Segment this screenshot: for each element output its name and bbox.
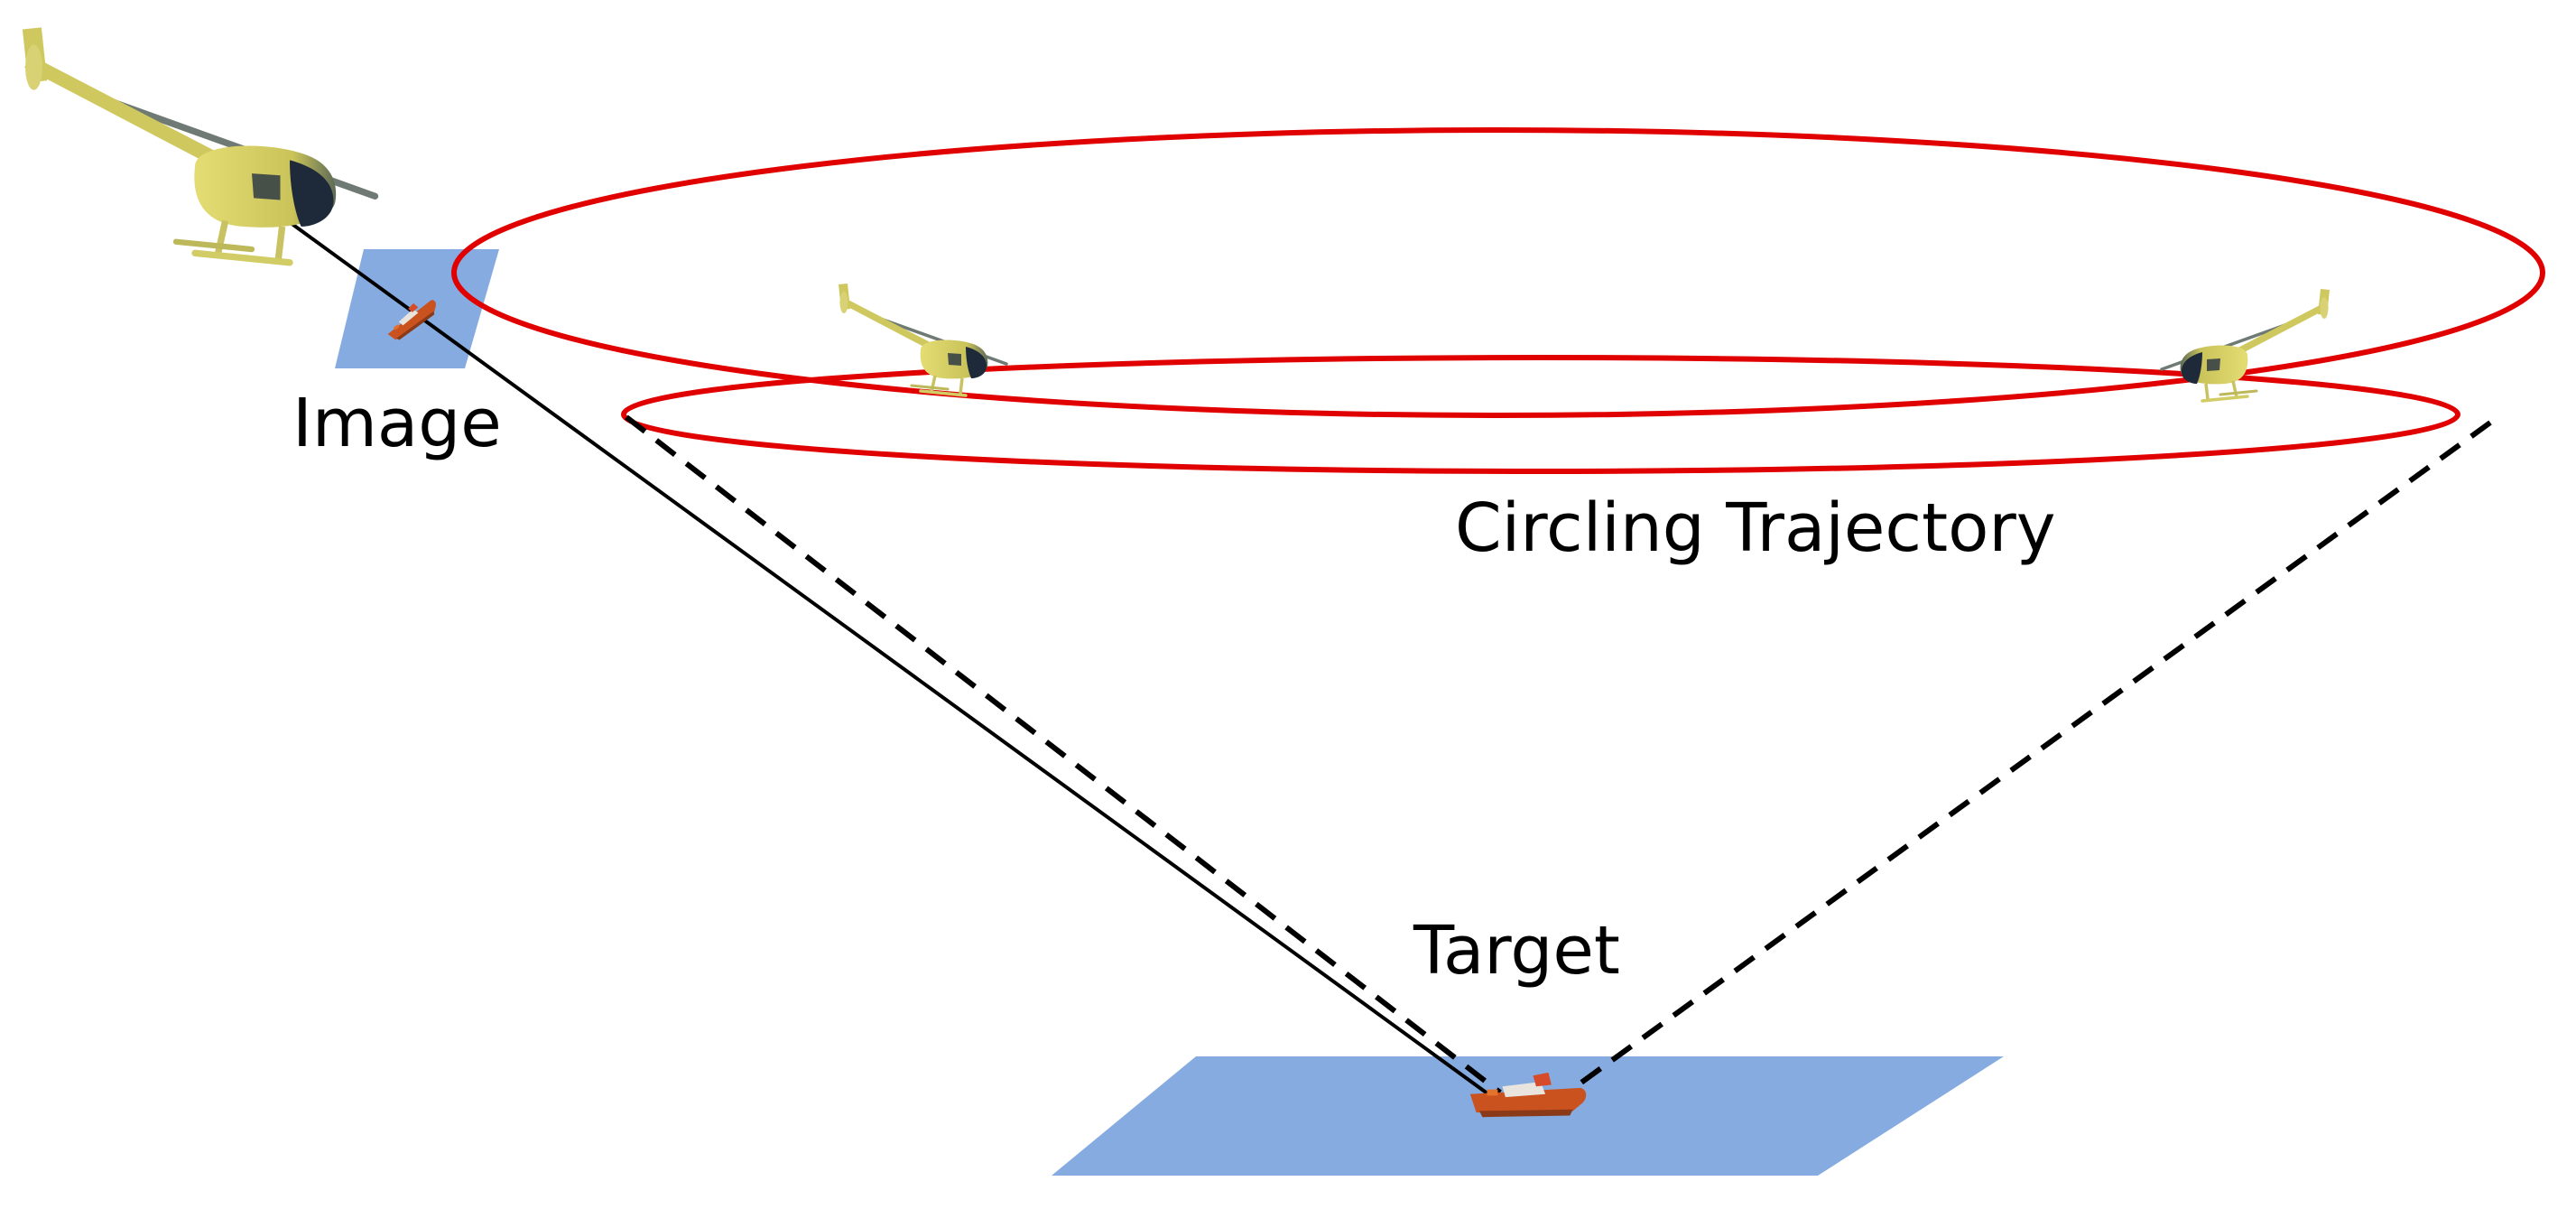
image-plane — [335, 249, 499, 368]
inner-circling-trajectory — [621, 355, 2460, 474]
image-label: Image — [292, 385, 502, 462]
outer-circling-trajectory — [451, 127, 2545, 418]
solid-sight-line — [285, 219, 1493, 1098]
dashed-sight-line-right — [1563, 420, 2492, 1097]
target-label: Target — [1413, 912, 1620, 990]
circling-trajectory-label: Circling Trajectory — [1455, 489, 2056, 567]
helicopter-icon — [23, 27, 375, 262]
dashed-sight-line-left — [625, 414, 1502, 1095]
